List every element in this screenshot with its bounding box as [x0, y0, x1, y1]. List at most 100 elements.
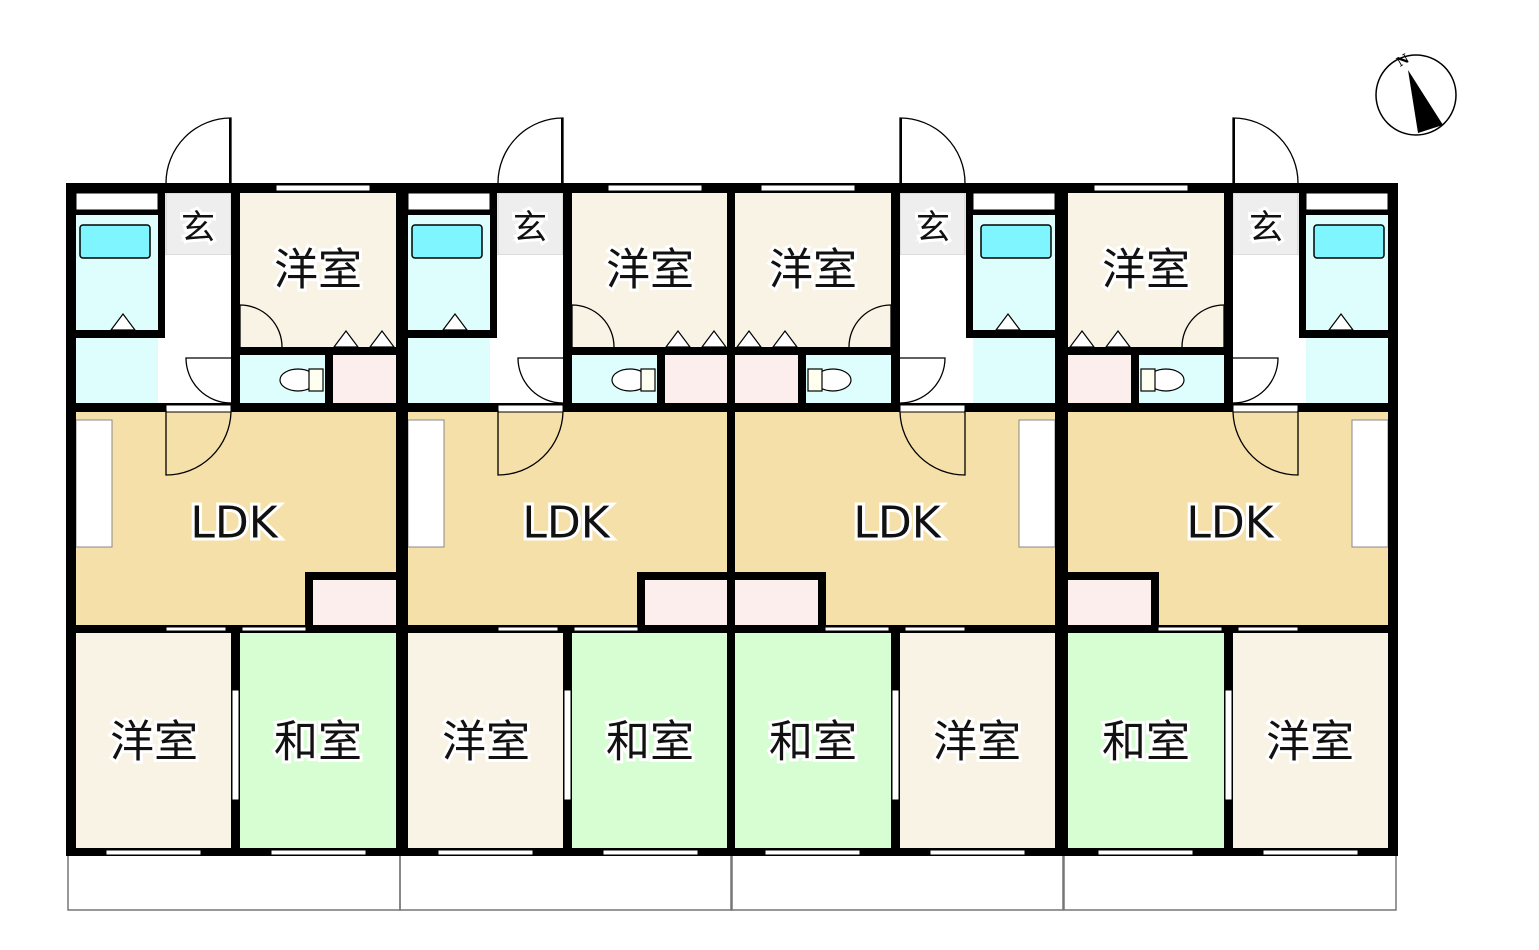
bottom-inner-room-label: 和室 — [606, 717, 694, 768]
ldk-storage — [645, 580, 728, 625]
bath-shelf — [972, 192, 1056, 211]
top-room-label: 洋室 — [1102, 245, 1190, 296]
window — [607, 184, 703, 192]
window — [1262, 849, 1359, 856]
window — [1157, 626, 1223, 632]
folding-door-icon — [994, 313, 1022, 331]
room-door[interactable] — [1181, 304, 1225, 348]
bottom-outer-room — [1233, 633, 1388, 848]
wall — [1064, 347, 1224, 355]
toilet-door[interactable] — [1232, 357, 1279, 404]
entrance-door[interactable] — [165, 117, 232, 184]
room-door[interactable] — [239, 304, 283, 348]
wall — [66, 183, 76, 856]
washroom — [1306, 338, 1388, 403]
top-room-label: 洋室 — [769, 245, 857, 296]
window — [1093, 184, 1189, 192]
washroom — [408, 338, 490, 403]
wall — [158, 193, 165, 338]
toilet-door[interactable] — [185, 357, 232, 404]
bathroom — [408, 193, 490, 330]
bottom-outer-room — [408, 633, 563, 848]
entrance-door[interactable] — [1232, 117, 1299, 184]
wall — [731, 347, 891, 355]
wall — [1064, 625, 1398, 633]
hallway — [1233, 255, 1298, 405]
sliding-door — [563, 689, 572, 801]
north-arrow-icon — [1408, 70, 1443, 133]
toilet-tank — [1140, 368, 1156, 392]
folding-door-icon — [735, 330, 763, 348]
toilet-door[interactable] — [899, 357, 946, 404]
entrance-label: 玄 — [1249, 208, 1283, 248]
bottom-inner-room — [240, 633, 396, 848]
entrance-door[interactable] — [497, 117, 564, 184]
window — [270, 849, 367, 856]
wall — [66, 625, 400, 633]
bottom-outer-room-label: 洋室 — [933, 717, 1021, 768]
sliding-door — [891, 689, 900, 801]
entrance-door-leaf — [1233, 118, 1235, 183]
wall — [731, 625, 1065, 633]
ldk-label: LDK — [853, 498, 941, 549]
entrance-label: 玄 — [916, 208, 950, 248]
entrance-door[interactable] — [899, 117, 966, 184]
balcony — [730, 856, 1064, 911]
wall — [66, 210, 158, 215]
top-closet — [665, 355, 728, 403]
bottom-inner-room — [1068, 633, 1224, 848]
entrance-step — [899, 404, 966, 413]
wall — [305, 572, 396, 580]
bathtub — [980, 224, 1052, 259]
bottom-outer-room — [900, 633, 1055, 848]
wall — [1388, 183, 1398, 856]
window — [241, 626, 307, 632]
ldk-door[interactable] — [899, 410, 966, 476]
bath-shelf — [75, 192, 159, 211]
ldk-storage — [735, 580, 818, 625]
room-door[interactable] — [848, 304, 892, 348]
top-closet — [735, 355, 798, 403]
window — [764, 849, 861, 856]
sliding-door — [1224, 689, 1233, 801]
top-western-room — [735, 193, 891, 347]
folding-door-icon — [771, 330, 799, 348]
wall — [66, 848, 400, 856]
folding-door-icon — [700, 330, 728, 348]
entrance-step — [165, 404, 232, 413]
ldk-door[interactable] — [497, 410, 564, 476]
top-closet — [1068, 355, 1131, 403]
toilet-door[interactable] — [517, 357, 564, 404]
window — [497, 626, 559, 632]
ldk-storage — [313, 580, 396, 625]
ldk-label: LDK — [190, 498, 278, 549]
entrance-door-leaf — [561, 118, 563, 183]
wall — [398, 330, 490, 338]
entrance-label: 玄 — [181, 208, 215, 248]
ldk-storage — [1068, 580, 1151, 625]
hallway — [498, 255, 563, 405]
unit-4 — [1060, 117, 1398, 911]
wall — [637, 572, 645, 633]
bottom-outer-room — [76, 633, 231, 848]
ldk-door[interactable] — [165, 410, 232, 476]
window — [165, 626, 227, 632]
wall — [1068, 572, 1159, 580]
wall — [231, 183, 240, 405]
hallway — [166, 255, 231, 405]
bottom-inner-room-label: 和室 — [274, 717, 362, 768]
window — [437, 849, 534, 856]
wall — [1306, 330, 1398, 338]
top-western-room — [1068, 193, 1224, 347]
entrance-step — [1232, 404, 1299, 413]
wall — [1224, 183, 1233, 405]
compass: N — [1375, 51, 1457, 136]
unit-1 — [66, 117, 404, 911]
bottom-inner-room-label: 和室 — [769, 717, 857, 768]
wall — [66, 330, 158, 338]
ldk-door[interactable] — [1232, 410, 1299, 476]
wall — [973, 210, 1065, 215]
room-door[interactable] — [571, 304, 615, 348]
bathtub — [1313, 224, 1385, 259]
wall — [398, 625, 732, 633]
